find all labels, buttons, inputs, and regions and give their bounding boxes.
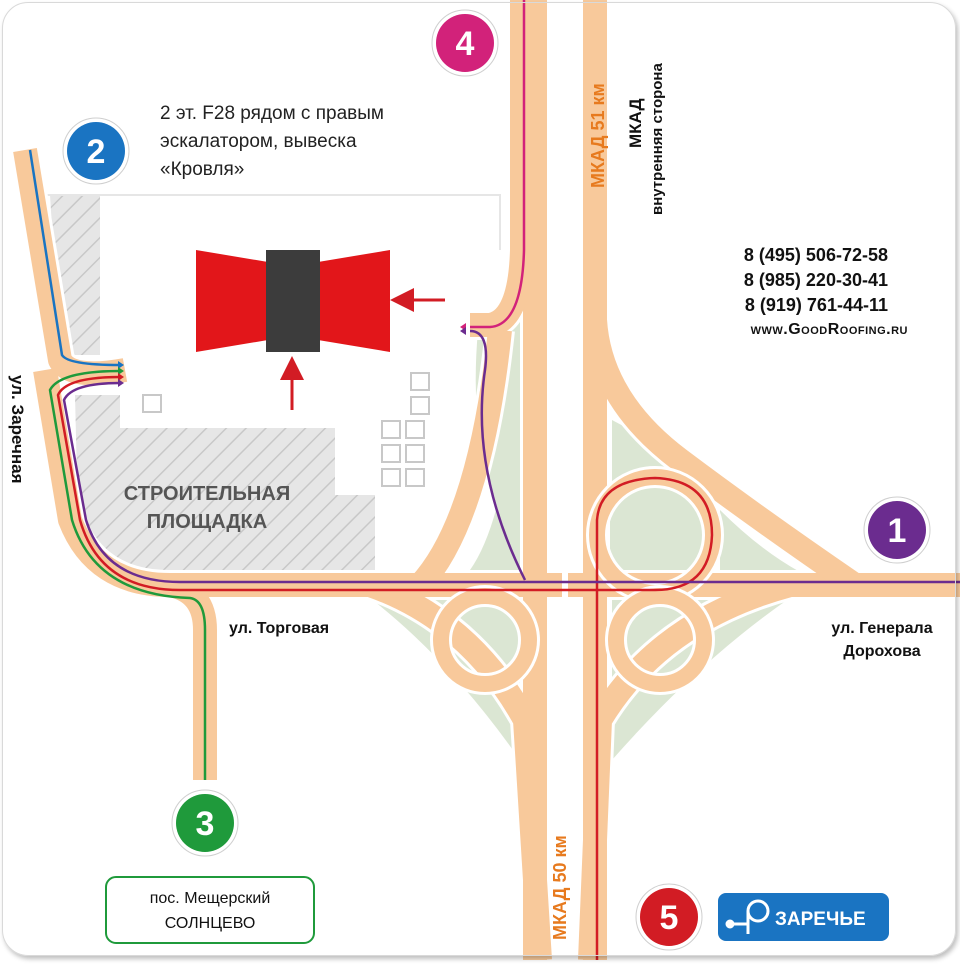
roofing-shop-icon [196, 250, 390, 352]
route-arrow-tip [118, 361, 124, 369]
grass-east-wedge [720, 510, 800, 572]
grass-east-loop [600, 480, 710, 590]
destination-line: пос. Мещерский [150, 890, 271, 907]
road-ramp-se [578, 573, 794, 961]
route-markers: 1 2 3 4 5 [62, 9, 931, 951]
building-block [405, 444, 425, 463]
route-magenta [470, 0, 526, 329]
location-note-line: эскалатором, вывеска [160, 131, 357, 152]
marker-number: 1 [888, 512, 907, 550]
phone-number: 8 (495) 506-72-58 [744, 245, 888, 265]
location-note-line: 2 эт. F28 рядом с правым [160, 103, 384, 124]
route-marker-4: 4 [431, 9, 499, 77]
route-purple-ramp [469, 329, 527, 581]
route-purple [62, 381, 960, 584]
building-left-wing [196, 250, 268, 352]
metro-badge-bg [718, 893, 889, 941]
building-right-wing [318, 250, 390, 352]
building-block [142, 394, 162, 413]
road-ramp-ne [583, 318, 862, 595]
building-block [410, 372, 430, 391]
area-boundary [40, 194, 501, 250]
road-ramp-sw [365, 573, 552, 961]
route-marker-5: 5 [635, 883, 703, 951]
marker-disc [67, 122, 125, 180]
building-block [410, 396, 430, 415]
marker-number: 2 [87, 133, 106, 171]
mkad-inner-label: МКАД [626, 98, 645, 148]
routes [28, 0, 960, 960]
mkad-inner-label: внутренняя сторона [649, 63, 666, 215]
location-note-line: «Кровля» [160, 159, 244, 180]
marker-number: 4 [456, 25, 475, 63]
marker-disc [436, 14, 494, 72]
small-buildings [142, 372, 430, 487]
building-block [381, 468, 401, 487]
metro-station-logo [725, 899, 770, 934]
marker-number: 3 [196, 805, 215, 843]
route-arrow-tip [118, 367, 124, 375]
website: www.GoodRoofing.ru [751, 321, 908, 338]
building-block [405, 468, 425, 487]
destination-line: СОЛНЦЕВО [165, 915, 256, 932]
route-arrow-tip [118, 373, 124, 381]
phone-number: 8 (985) 220-30-41 [744, 270, 888, 290]
route-blue [28, 149, 121, 367]
road-loop-se [608, 588, 712, 692]
mkad-50-label: МКАД 50 км [550, 835, 570, 940]
route-arrows [118, 323, 466, 387]
metro-badge: ЗАРЕЧЬЕ [718, 893, 889, 941]
destination-frame [105, 876, 315, 944]
metro-name: ЗАРЕЧЬЕ [775, 909, 866, 930]
street-dorokhova: Дорохова [843, 643, 920, 660]
road-ramp-nw [470, 0, 534, 337]
route-arrow-tip [118, 379, 124, 387]
route-arrow-tip [460, 327, 466, 335]
street-torgovaya: ул. Торговая [229, 620, 329, 637]
marker-number: 5 [660, 899, 679, 937]
direction-arrows [280, 288, 445, 410]
route-marker-2: 2 [62, 117, 130, 185]
route-marker-1: 1 [863, 496, 931, 564]
road-ramp-w [411, 328, 512, 594]
route-marker-3: 3 [171, 789, 239, 857]
road-loop-sw [433, 588, 537, 692]
route-green [48, 369, 207, 780]
building-block [381, 420, 401, 439]
phone-number: 8 (919) 761-44-11 [745, 295, 888, 315]
marker-disc [176, 794, 234, 852]
street-zarechnaya: ул. Заречная [8, 375, 27, 484]
construction-site-label: ПЛОЩАДКА [147, 511, 267, 533]
building-core [266, 250, 320, 352]
mkad-51-label: МКАД 51 км [588, 83, 608, 188]
destination-box: пос. Мещерский СОЛНЦЕВО [105, 876, 315, 944]
construction-site-label: СТРОИТЕЛЬНАЯ [124, 483, 290, 505]
building-block [381, 444, 401, 463]
marker-disc [640, 888, 698, 946]
construction-site-main [75, 395, 375, 578]
route-red [56, 375, 714, 960]
building-block [405, 420, 425, 439]
street-dorokhova: ул. Генерала [831, 620, 932, 637]
construction-area [50, 195, 375, 578]
marker-disc [868, 501, 926, 559]
